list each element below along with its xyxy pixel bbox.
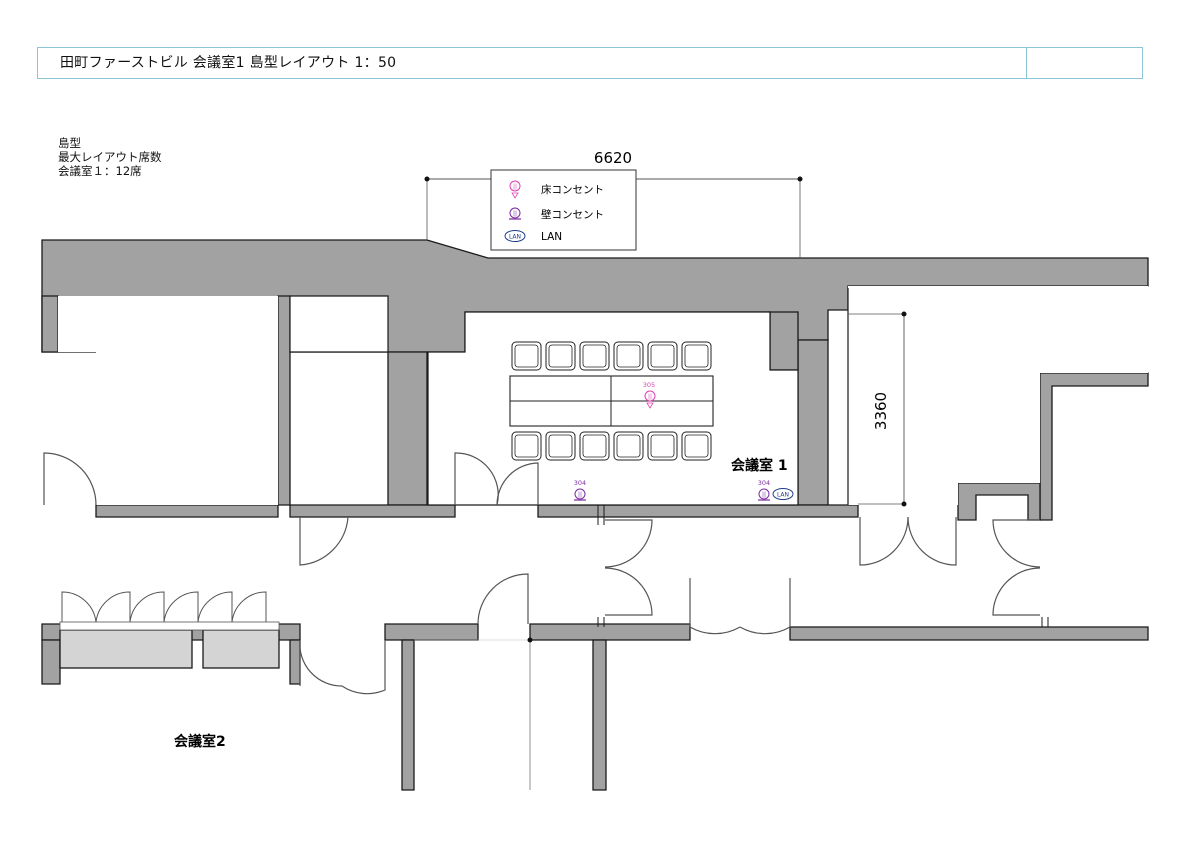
- chair-icon: [579, 431, 610, 461]
- door-swing-icon: [604, 519, 653, 568]
- door-swing-icon: [496, 462, 539, 506]
- svg-text:||: ||: [513, 184, 517, 191]
- drawing-title: 田町ファーストビル 会議室1 島型レイアウト 1：50: [38, 48, 1027, 78]
- left-room-floor: [58, 296, 278, 505]
- wall-outlet-icon: [758, 488, 770, 500]
- chair-icon: [613, 431, 644, 461]
- title-bar: 田町ファーストビル 会議室1 島型レイアウト 1：50: [37, 47, 1143, 79]
- dimension-width-label: 6620: [594, 149, 632, 167]
- svg-text:||: ||: [762, 492, 766, 499]
- left-room-wall: [41, 295, 59, 353]
- chair-icon: [545, 431, 576, 461]
- door-swing-icon: [604, 567, 653, 616]
- doors: [43, 452, 1041, 695]
- legend-wall-outlet: || 壁コンセント: [509, 207, 604, 221]
- dimension-height: 3360: [848, 311, 907, 507]
- lan-icon: [504, 230, 526, 242]
- room2-cabinets: [59, 591, 280, 669]
- door-swing-icon: [477, 573, 529, 625]
- room2-label: 会議室2: [174, 733, 226, 750]
- door-swing-icon: [689, 578, 741, 635]
- max-seat-label: 最大レイアウト席数: [58, 150, 162, 164]
- east-wall: [1039, 372, 1149, 521]
- floor-outlet-icon: [509, 180, 521, 192]
- room1-south-wall: [537, 504, 859, 518]
- door-swing-icon: [907, 516, 957, 566]
- chair-icon: [681, 431, 712, 461]
- svg-text:LAN: LAN: [541, 231, 562, 243]
- svg-text:壁コンセント: 壁コンセント: [541, 208, 604, 221]
- conference-table: [509, 375, 714, 427]
- wall-outlet-icon: [574, 488, 586, 500]
- wall-outlet-icon: [509, 207, 521, 219]
- legend-floor-outlet: || 床コンセント: [509, 180, 604, 199]
- door-swing-icon: [341, 640, 386, 695]
- svg-text:||: ||: [648, 394, 652, 401]
- door-swing-icon: [43, 452, 97, 506]
- svg-text:床コンセント: 床コンセント: [541, 183, 604, 196]
- chair-icon: [579, 341, 610, 371]
- floor-outlet-icon: [644, 390, 656, 402]
- svg-text:LAN: LAN: [777, 492, 789, 499]
- chair-icon: [681, 341, 712, 371]
- chair-icon: [511, 431, 542, 461]
- chair-icon: [613, 341, 644, 371]
- chair-icon: [647, 431, 678, 461]
- door-swing-icon: [299, 639, 343, 687]
- lan-icon: [772, 488, 794, 500]
- seat-count: 会議室１：12席: [58, 164, 142, 178]
- svg-text:305: 305: [643, 381, 655, 389]
- wall-outlet-304-left: 304 ||: [574, 479, 586, 501]
- chair-icon: [545, 341, 576, 371]
- wall-outlet-304-right: 304 || LAN: [758, 479, 794, 501]
- layout-info: 島型 最大レイアウト席数 会議室１：12席: [58, 136, 162, 178]
- door-swing-icon: [299, 516, 349, 566]
- door-swing-icon: [859, 516, 909, 566]
- chair-icon: [647, 341, 678, 371]
- room1-east-wall: [797, 339, 829, 506]
- svg-text:304: 304: [574, 479, 586, 487]
- svg-text:||: ||: [578, 492, 582, 499]
- layout-type: 島型: [58, 136, 81, 150]
- chair-icon: [511, 341, 542, 371]
- svg-text:||: ||: [513, 211, 517, 218]
- door-swing-icon: [992, 519, 1041, 568]
- dimension-height-label: 3360: [872, 392, 890, 430]
- svg-text:304: 304: [758, 479, 770, 487]
- legend-lan: LAN LAN: [504, 230, 562, 243]
- floor-outlet-305: 305 ||: [643, 381, 656, 409]
- door-swing-icon: [739, 578, 791, 635]
- legend: || 床コンセント || 壁コンセント LAN LAN: [490, 169, 637, 251]
- room1-label: 会議室 1: [731, 457, 788, 474]
- svg-text:LAN: LAN: [509, 234, 521, 241]
- door-swing-icon: [992, 567, 1041, 616]
- pillar-left: [387, 351, 428, 506]
